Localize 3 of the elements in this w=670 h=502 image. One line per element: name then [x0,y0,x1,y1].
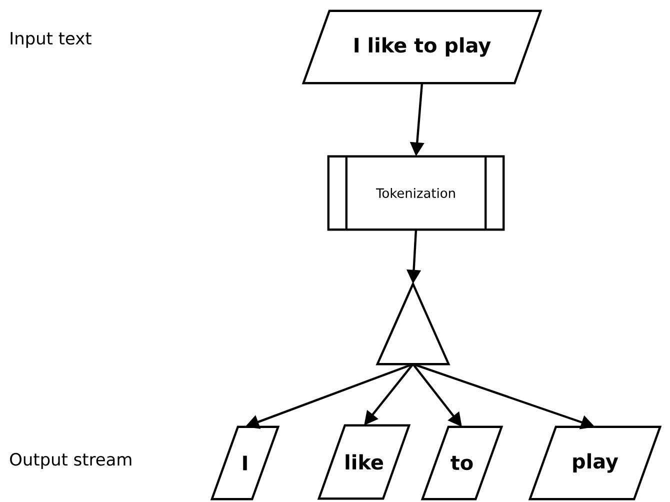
row-label: Output stream [10,452,132,470]
row-label: Input text [10,32,92,48]
process-box: Tokenization [327,155,505,231]
